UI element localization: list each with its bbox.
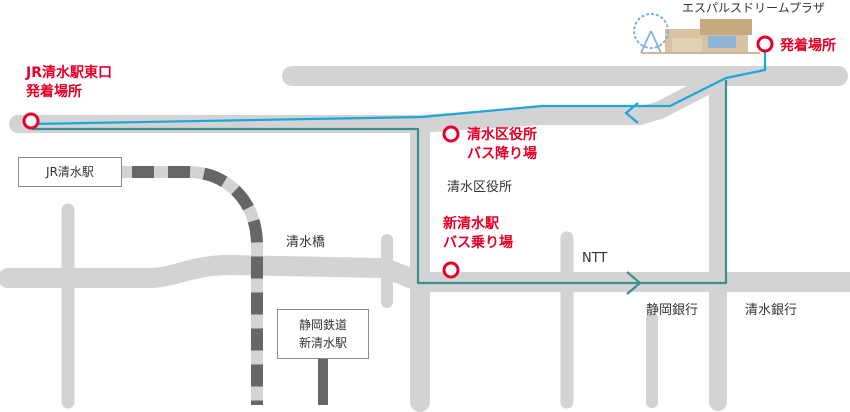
roads [0,66,850,412]
red-ring-marker-icon [22,112,40,130]
ward-office-stop-line2: バス降り場 [467,145,537,162]
bus-routes [31,44,767,295]
ntt-label: NTT [582,251,608,266]
dream-plaza-name-label: エスパルスドリームプラザ [682,1,825,15]
shizutetsu-label-line2: 新清水駅 [298,336,347,350]
shin-shimizu-stop-label: 新清水駅 バス乗り場 [443,215,513,253]
shin-shimizu-stop-line2: バス乗り場 [443,234,513,251]
bridge-label: 清水橋 [286,235,326,250]
route-teal-arrow [626,271,642,295]
ferris-wheel-mall-icon [633,13,760,54]
shimizu-bank-label: 清水銀行 [745,303,798,318]
jr-station-label: JR清水駅 [46,165,94,179]
jr-east-stop-line1: JR清水駅東口 [26,65,112,81]
dream-plaza-stop-label: 発着場所 [780,38,836,54]
ward-office-stop-label: 清水区役所 バス降り場 [467,126,537,164]
shin-shimizu-stop-line1: 新清水駅 [443,216,499,232]
red-ring-marker-icon [442,125,460,143]
ward-office-stop-line1: 清水区役所 [467,127,537,143]
stop-markers [22,35,774,279]
jr-east-stop-label: JR清水駅東口 発着場所 [26,64,112,102]
red-ring-marker-icon [442,261,460,279]
shizutetsu-label-line1: 静岡鉄道 [298,318,347,332]
route-blue-arrow [624,102,639,124]
railways [96,166,328,405]
jr-rail-line-dashes [96,166,263,405]
ward-office-landmark-label: 清水区役所 [447,180,513,195]
route-blue [31,44,767,126]
road-main-street [0,255,850,292]
route-teal [32,80,728,285]
shizuoka-bank-label: 静岡銀行 [646,303,699,318]
jr-station-box: JR清水駅 [18,157,122,187]
shizutetsu-station-box: 静岡鉄道 新清水駅 [277,309,369,359]
red-ring-marker-icon [756,35,774,53]
jr-rail-line-base [96,166,263,405]
jr-east-stop-line2: 発着場所 [26,83,82,100]
